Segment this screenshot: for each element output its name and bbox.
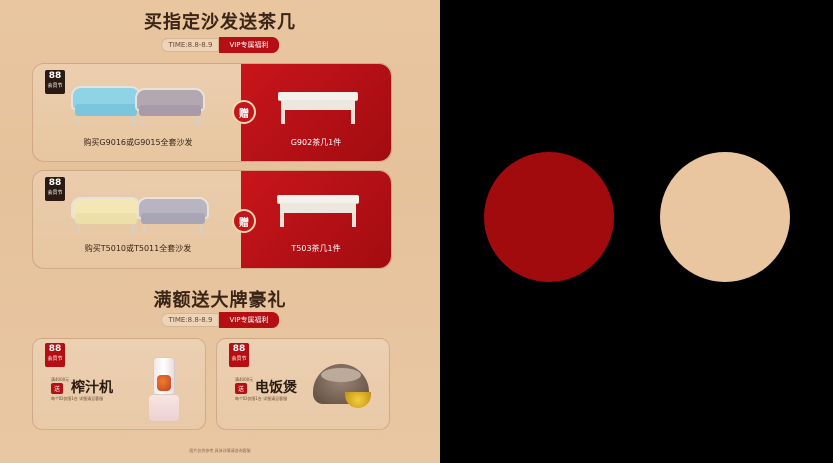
footer-note: 图片仅供参考 具体详情请咨询客服 <box>189 448 251 453</box>
offer-buy-text: 购买T5010或T5011全套沙发 <box>84 244 192 253</box>
section-title-gifts: 满额送大牌豪礼 <box>153 290 287 311</box>
gift-threshold: 满4000元 <box>235 377 254 382</box>
offer-gift-panel <box>241 171 391 268</box>
section-title-sofa: 买指定沙发送茶几 <box>144 12 296 33</box>
gift-badge: 赠 <box>232 209 256 233</box>
gift-card-blender[interactable]: 88 会员节 满4000元 送 榨汁机 每个ID仅限1台 详细请见客服 <box>32 338 206 430</box>
coffee-table-image <box>277 195 359 233</box>
offer-gift-panel <box>241 64 391 161</box>
time-pill: TIME:8.8-8.9 <box>161 313 220 327</box>
color-swatch-tan <box>660 152 790 282</box>
sofa-image-cream <box>71 197 141 233</box>
offer-card-2[interactable]: 88 会员节 购买T5010或T5011全套沙发 赠 T503茶几1件 <box>32 170 392 269</box>
badge-88: 88 会员节 <box>45 177 65 201</box>
offer-buy-text: 购买G9016或G9015全套沙发 <box>83 138 193 147</box>
time-row: TIME:8.8-8.9 VIP专属福利 <box>0 312 440 328</box>
gift-threshold: 满4000元 <box>51 377 70 382</box>
gift-item-label: T503茶几1件 <box>291 244 341 253</box>
time-row: TIME:8.8-8.9 VIP专属福利 <box>0 37 440 53</box>
color-swatch-red <box>484 152 614 282</box>
sofa-image-grey <box>137 197 209 233</box>
badge-88: 88 会员节 <box>229 343 249 367</box>
badge-88: 88 会员节 <box>45 70 65 94</box>
vip-pill: VIP专属福利 <box>219 312 279 328</box>
gift-note: 每个ID仅限1台 详细请见客服 <box>51 396 104 401</box>
sofa-image-purple <box>135 88 205 126</box>
sofa-image-blue <box>71 86 141 126</box>
promo-poster: 买指定沙发送茶几 TIME:8.8-8.9 VIP专属福利 88 会员节 购买G… <box>0 0 440 463</box>
coffee-table-image <box>278 92 358 126</box>
gift-tag: 送 <box>235 383 248 394</box>
gift-name: 榨汁机 <box>71 380 113 396</box>
gift-tag: 送 <box>51 383 64 394</box>
gift-badge: 赠 <box>232 100 256 124</box>
time-pill: TIME:8.8-8.9 <box>161 38 220 52</box>
vip-pill: VIP专属福利 <box>219 37 279 53</box>
gift-name: 电饭煲 <box>255 380 297 396</box>
badge-88: 88 会员节 <box>45 343 65 367</box>
offer-card-1[interactable]: 88 会员节 购买G9016或G9015全套沙发 赠 G902茶几1件 <box>32 63 392 162</box>
gift-card-cooker[interactable]: 88 会员节 满4000元 送 电饭煲 每个ID仅限1台 详细请见客服 <box>216 338 390 430</box>
gift-item-label: G902茶几1件 <box>290 138 342 147</box>
gift-note: 每个ID仅限1台 详细请见客服 <box>235 396 288 401</box>
